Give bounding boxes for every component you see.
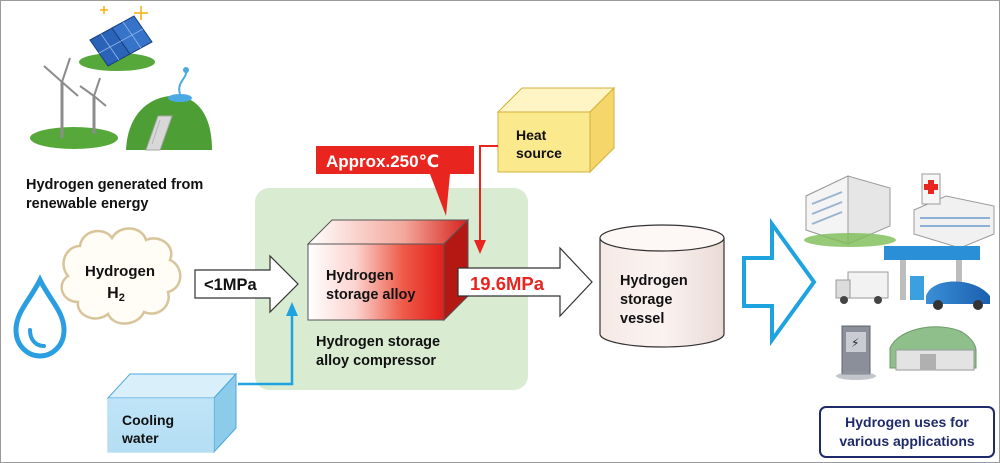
applications-arrow [742,217,817,347]
heat-source-label-line2: source [516,145,562,161]
hydrogen-cloud: Hydrogen H2 [60,227,182,325]
vessel-label-line3: vessel [620,311,664,327]
cooling-label-line2: water [121,430,159,446]
alloy-cube: Hydrogen storage alloy [306,218,470,322]
alloy-label-line1: Hydrogen [326,268,394,284]
office-building-icon [804,175,896,247]
solar-panel-icon [89,15,153,67]
renewable-energy-illustration: Hydrogen generated from renewable energy [26,6,212,212]
cooling-water-box: Cooling water [106,372,238,454]
uses-label-line2: various applications [839,433,975,449]
truck-icon [835,271,889,304]
bolt-icon: ⚡ [851,336,859,350]
output-pressure-arrow: 19.6MPa [457,246,593,318]
heat-source-box: Heat source [496,86,616,174]
heat-source-label-line1: Heat [516,127,547,143]
storage-vessel-cylinder: Hydrogen storage vessel [599,224,725,348]
sparkle-icon [100,6,148,20]
uses-label-line1: Hydrogen uses for [845,414,969,430]
temperature-label: Approx.250℃ [326,152,439,171]
output-pressure-label: 19.6MPa [470,273,545,294]
water-drop-icon [13,274,67,359]
renewable-label-line1: Hydrogen generated from [26,177,203,193]
compressor-caption-line2: alloy compressor [316,353,436,369]
renewable-label-line2: renewable energy [26,196,149,212]
uses-label-box: Hydrogen uses for various applications [819,406,995,458]
grass-island-wind [30,127,118,149]
heat-flow-arrow [474,145,498,254]
warehouse-icon [889,326,977,371]
temperature-callout: Approx.250℃ [316,146,474,216]
cloud-shape [60,227,182,325]
vessel-label-line1: Hydrogen [620,273,688,289]
hydro-dam-icon [126,67,212,151]
input-pressure-label: <1MPa [204,276,258,294]
vessel-label-line2: storage [620,292,672,308]
hydrogen-cloud-label: Hydrogen [85,263,155,280]
fuel-cell-unit-icon: ⚡ [836,325,876,380]
hydrogen-station-icon [884,246,980,300]
cooling-label-line1: Cooling [122,412,174,428]
car-icon [926,281,990,310]
h2-symbol: H2 [107,285,125,304]
grass-island-solar [79,53,155,71]
applications-illustration: ⚡ [804,173,995,380]
hospital-icon [913,173,995,249]
input-pressure-arrow: <1MPa [194,254,299,314]
wind-turbine-icon [43,57,107,138]
cooling-flow-arrow [238,302,298,386]
alloy-label-line2: storage alloy [326,287,415,303]
compressor-caption-line1: Hydrogen storage [316,334,440,350]
